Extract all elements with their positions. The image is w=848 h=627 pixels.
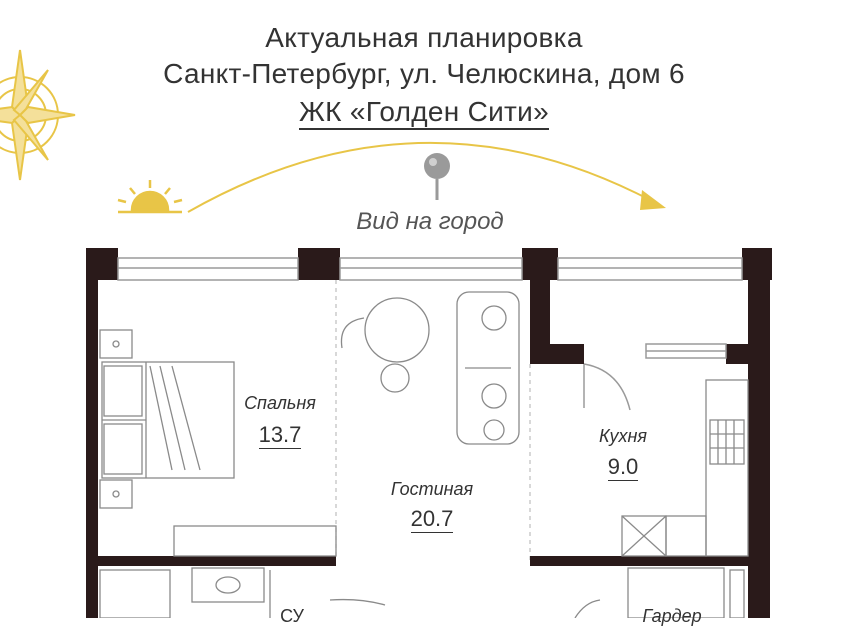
- compass-icon: [0, 49, 76, 181]
- wall-kitchen: [530, 344, 584, 364]
- wall-bathroom: [98, 556, 336, 566]
- room-label-living: Гостиная: [390, 479, 474, 499]
- dining-table: [340, 297, 430, 393]
- wall-pillar: [298, 248, 340, 280]
- complex-name-text: ЖК «Голден Сити»: [299, 96, 549, 130]
- room-area-living-value: 20.7: [410, 506, 454, 533]
- room-label-bedroom: Спальня: [244, 393, 316, 413]
- wall-hall: [530, 556, 748, 566]
- wall-corner-right: [742, 248, 772, 280]
- room-label-hall: Гардер: [642, 606, 702, 626]
- wall-right: [748, 280, 770, 618]
- floor-plan: [86, 248, 772, 618]
- sun-icon: [117, 180, 183, 214]
- room-area-kitchen: 9.0: [578, 454, 668, 481]
- plan-title: Актуальная планировка: [265, 22, 583, 53]
- wall-kitchen: [726, 344, 748, 364]
- plan-address: Санкт-Петербург, ул. Челюскина, дом 6: [163, 58, 685, 89]
- room-label-wc: СУ: [280, 606, 304, 626]
- sofa: [456, 291, 520, 445]
- complex-name: ЖК «Голден Сити»: [0, 96, 848, 130]
- wall-kitchen: [530, 280, 550, 364]
- sun-path-arc: [187, 141, 651, 213]
- location-pin-icon: [424, 153, 450, 200]
- room-area-living: 20.7: [377, 506, 487, 533]
- door-swing: [583, 363, 631, 411]
- room-label-kitchen: Кухня: [599, 426, 647, 446]
- kitchen-counter: [173, 379, 749, 557]
- wall-corner-left: [86, 248, 118, 280]
- wardrobe: [173, 525, 337, 557]
- window: [117, 257, 743, 281]
- arrow-icon: [640, 190, 666, 210]
- room-area-kitchen-value: 9.0: [607, 454, 639, 481]
- wall-left: [86, 280, 98, 618]
- view-label: Вид на город: [356, 208, 504, 235]
- bathroom-fixtures: [99, 567, 745, 618]
- bed: [99, 329, 235, 509]
- wall-pillar: [522, 248, 558, 280]
- room-area-bedroom: 13.7: [230, 422, 330, 449]
- room-area-bedroom-value: 13.7: [258, 422, 302, 449]
